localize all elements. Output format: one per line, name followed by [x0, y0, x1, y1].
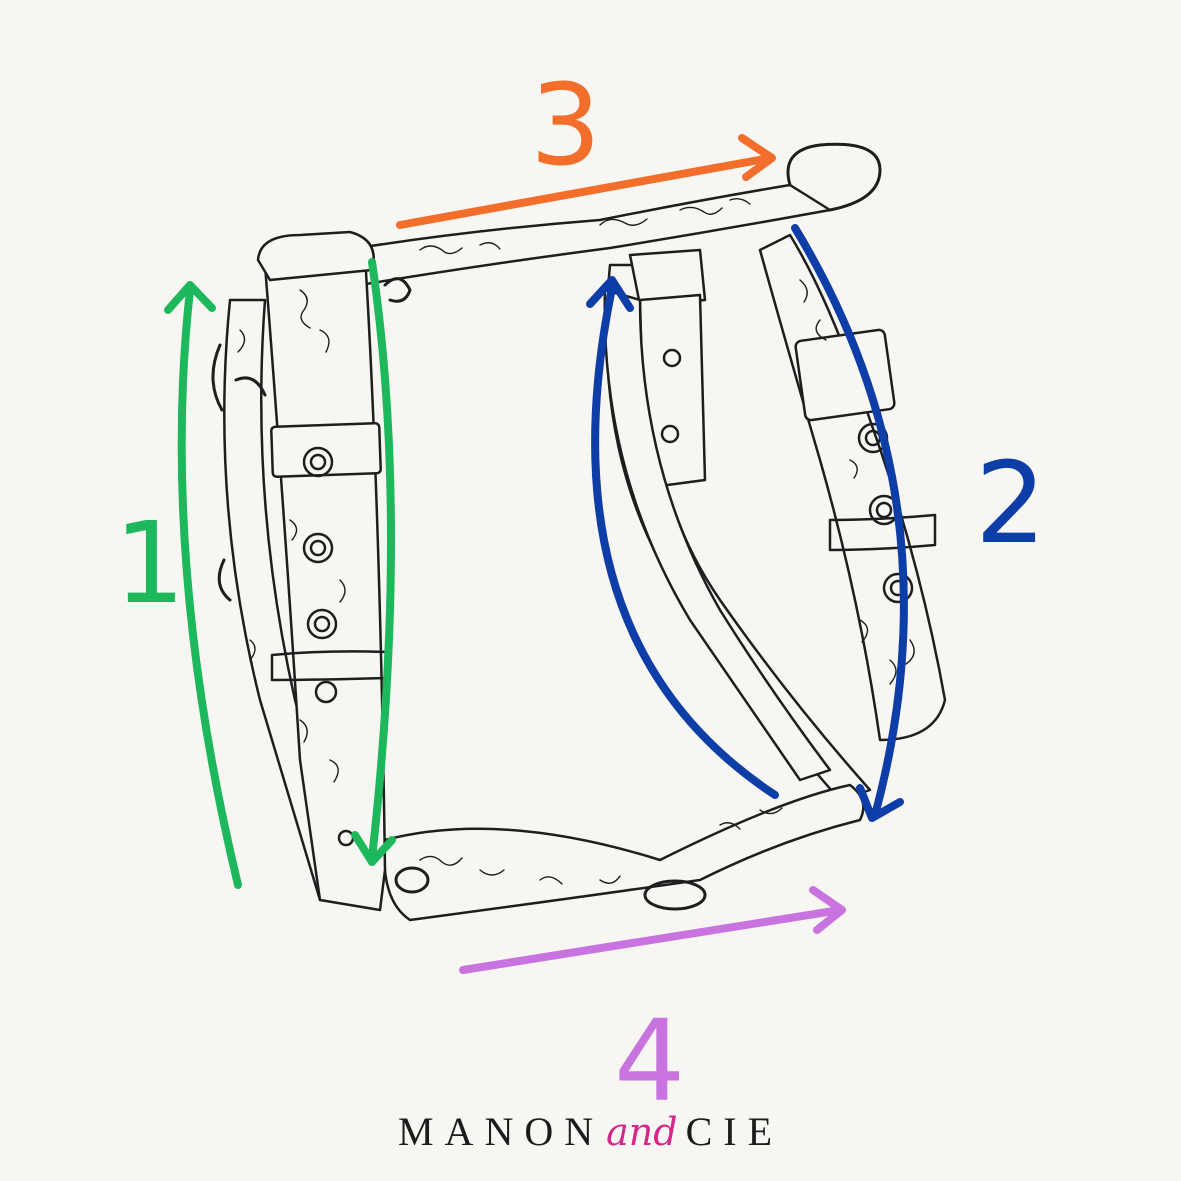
orange-arrow-shaft [396, 154, 774, 229]
bottom-strap-pattern [419, 807, 783, 885]
left-eyelets [302, 446, 338, 704]
top-strap [343, 183, 832, 287]
brand-left: MANON [397, 1109, 605, 1154]
green-arrow-up [177, 286, 242, 889]
tongue-hole [662, 348, 682, 368]
tongue-hole [660, 424, 680, 444]
top-strap-pattern [419, 197, 751, 255]
bottom-left-ring [394, 866, 430, 894]
blue-arrow-down [791, 224, 908, 819]
left-top-right-ring [383, 277, 412, 303]
purple-arrow-head [809, 886, 846, 934]
d-ring [786, 142, 882, 212]
orange-arrow [396, 134, 776, 229]
left-main-strap [263, 253, 387, 912]
purple-arrow [459, 886, 846, 974]
blue-arrow-up-head [586, 276, 634, 312]
label-2: 2 [975, 439, 1047, 569]
right-strap [758, 233, 947, 742]
bottom-strap [383, 783, 865, 922]
green-arrows [164, 258, 396, 889]
green-arrow-down [368, 258, 395, 862]
label-4: 4 [614, 997, 686, 1127]
green-arrow-up-head [164, 281, 216, 314]
left-strap-pattern [237, 289, 346, 783]
chest-buckle [628, 248, 707, 307]
harness-illustration [211, 142, 947, 922]
middle-strap [603, 288, 832, 782]
blue-arrow-up [591, 284, 779, 799]
left-side-rings [211, 343, 267, 602]
bottom-ring [643, 879, 707, 911]
brand-middle: and [606, 1110, 678, 1154]
blue-arrows [586, 224, 908, 822]
right-buckle [794, 328, 896, 422]
label-1: 1 [114, 499, 186, 629]
blue-arrow-down-head [856, 784, 904, 822]
brand-right: CIE [685, 1109, 784, 1154]
label-3: 3 [530, 61, 602, 191]
right-keeper [828, 513, 937, 552]
purple-arrow-shaft [459, 906, 844, 974]
orange-arrow-head [738, 134, 776, 181]
green-arrow-down-head [351, 831, 396, 866]
right-strap-pattern [799, 279, 915, 685]
